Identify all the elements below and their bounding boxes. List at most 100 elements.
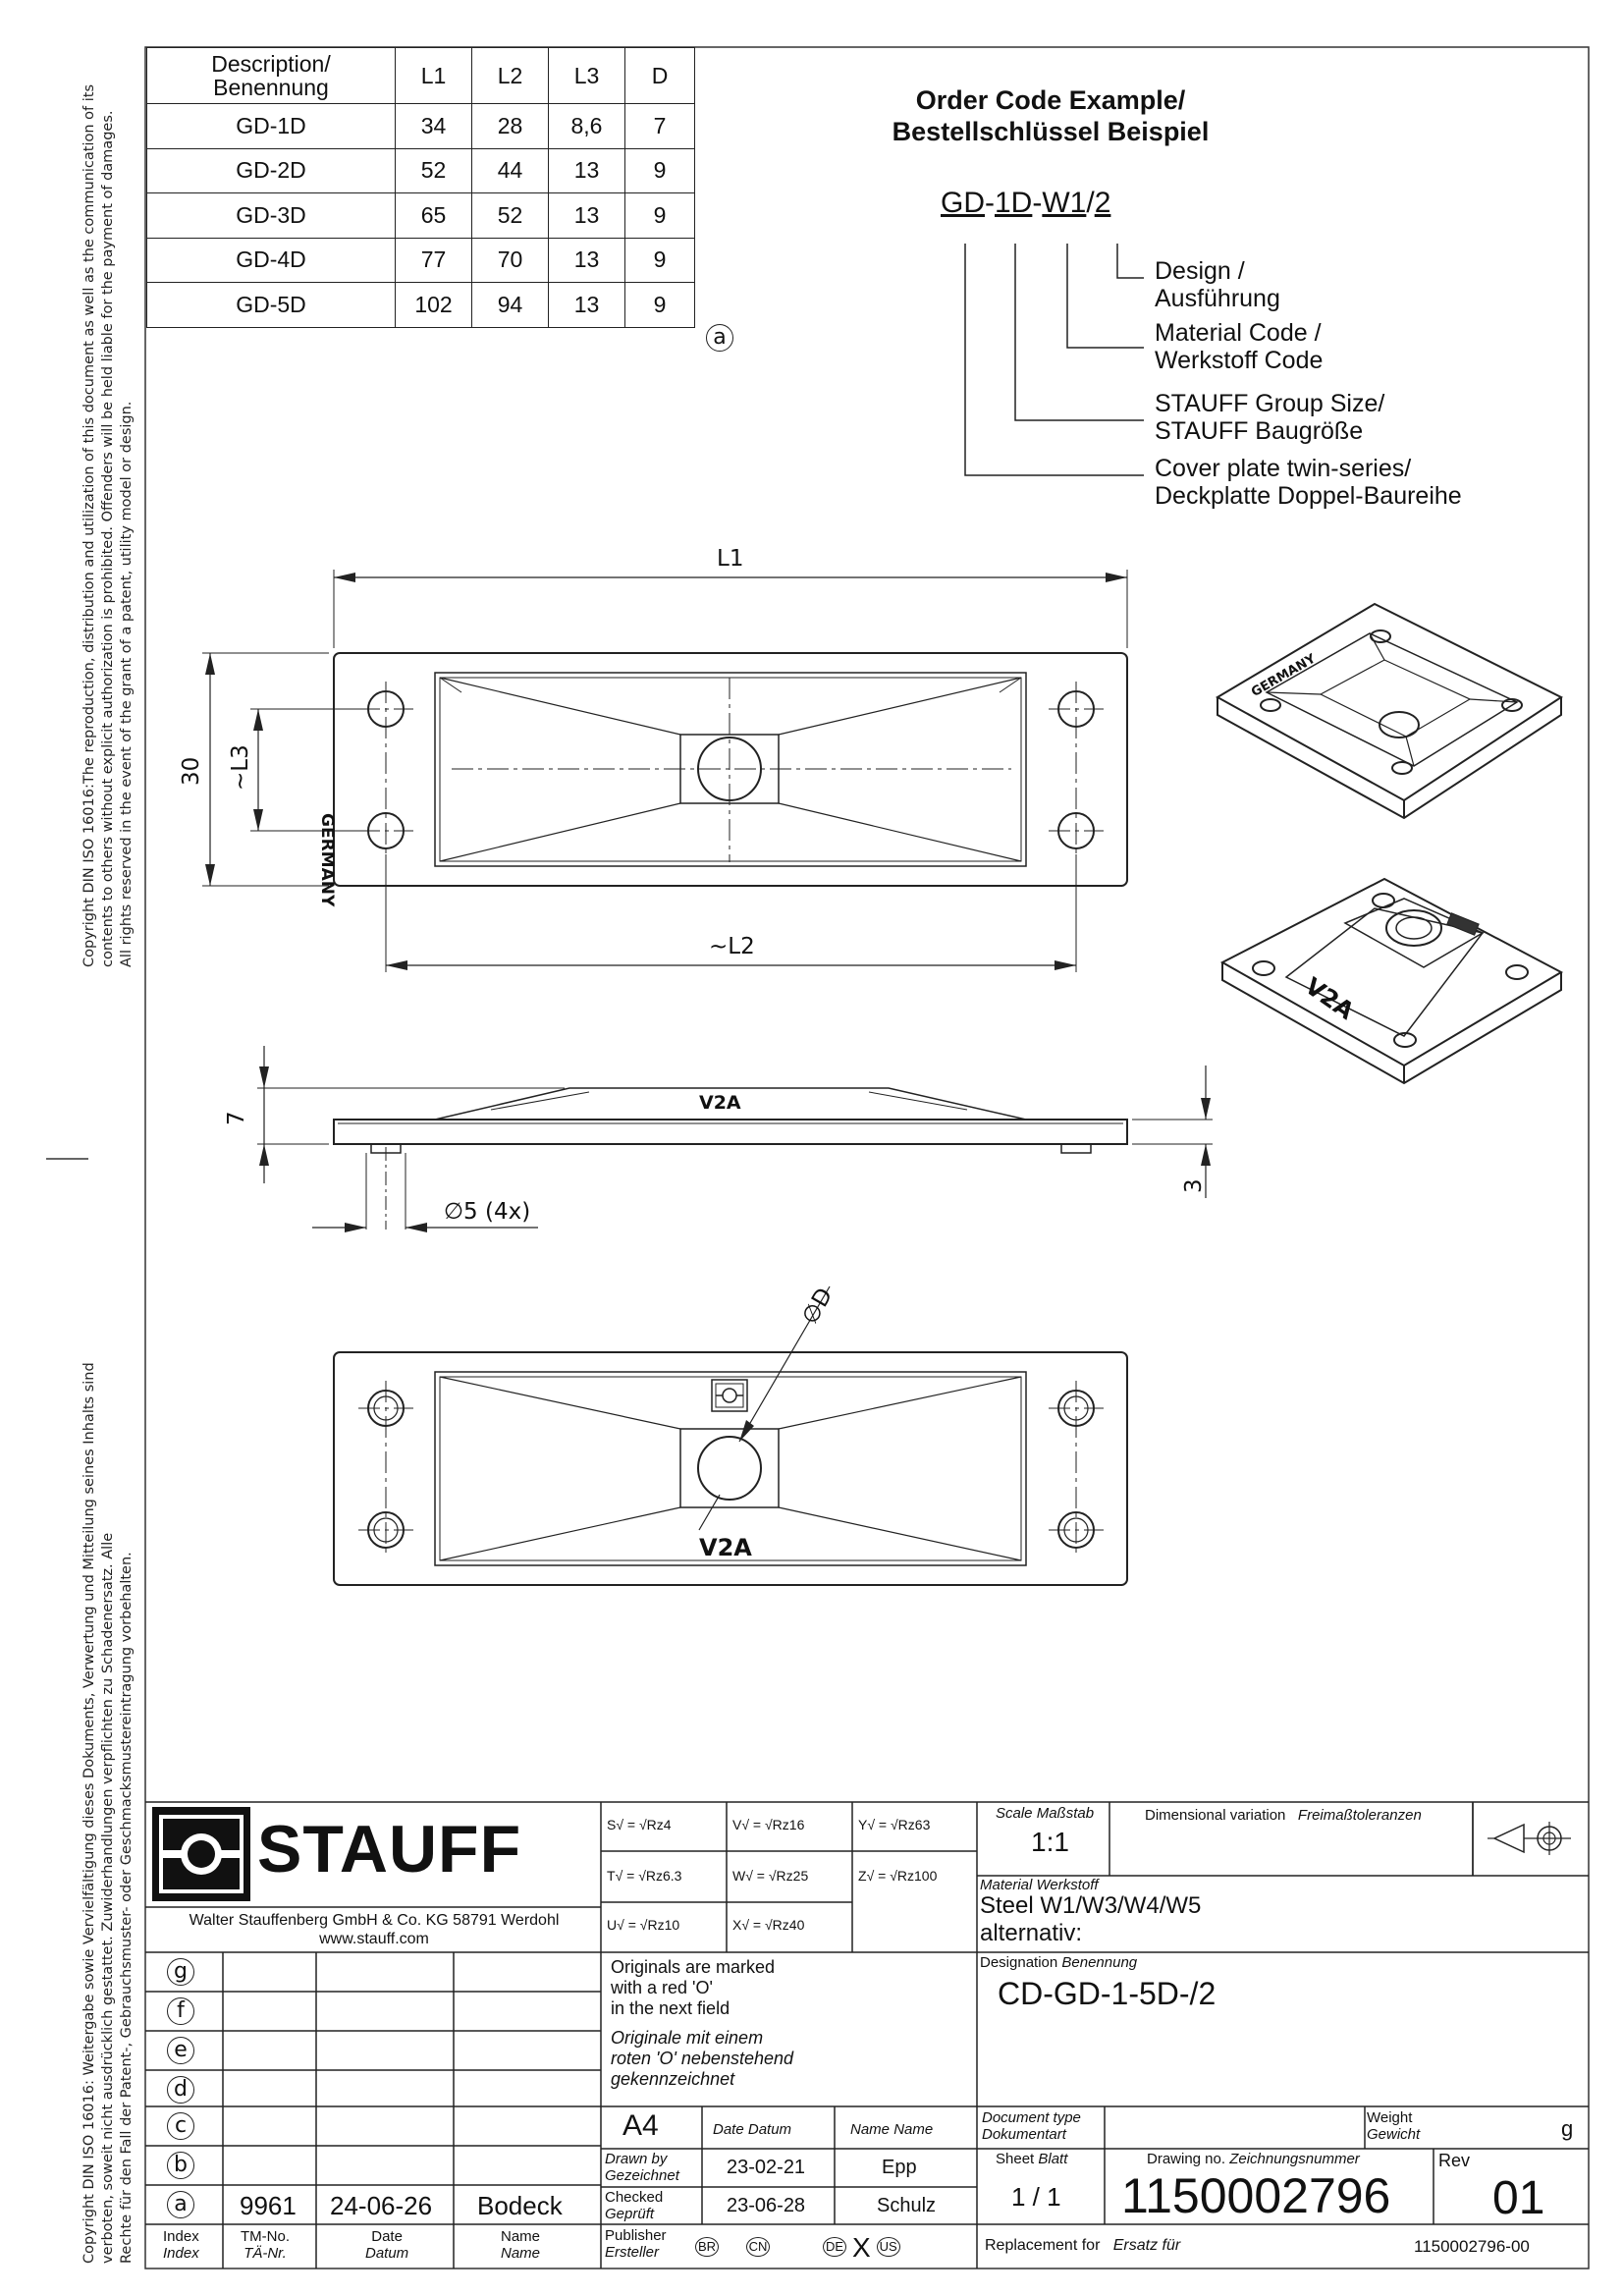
header-l3: L3 [548,47,625,104]
copyright-english: Copyright DIN ISO 16016:The reproduction… [81,83,135,967]
legend-series: Cover plate twin-series/Deckplatte Doppe… [1155,455,1462,510]
title-block-grid [145,1801,1589,2269]
country-mark: X [852,2232,871,2263]
rev-header-tm: TM-No.TÄ-Nr. [241,2228,290,2262]
originals-note-en: Originals are marked with a red 'O' in t… [611,1957,776,2018]
dim-l2-label: ~L2 [709,934,755,959]
rev-a-date: 24-06-26 [330,2191,433,2220]
weight-unit: g [1561,2116,1574,2141]
rev-index-g: g [167,1958,194,1986]
dim-plate-label: 3 [1181,1178,1207,1193]
surface-symbol-u: U√ = √Rz10 [607,1917,680,1933]
company-info: Walter Stauffenberg GmbH & Co. KG 58791 … [189,1912,560,1947]
country-us: US [876,2237,900,2258]
scale-label: Scale Maßstab [996,1805,1095,1822]
rev-index-e: e [167,2037,194,2064]
rev-index-b: b [167,2152,194,2179]
surface-symbol-z: Z√ = √Rz100 [858,1868,938,1884]
checked-name: Schulz [877,2195,937,2216]
germany-stamp: GERMANY [317,813,337,907]
dim-l3-label: ~L3 [228,744,253,791]
rev-index-d: d [167,2076,194,2104]
dim-height-label: 30 [179,756,204,786]
legend-design: Design /Ausführung [1155,257,1280,312]
side-view [257,1046,1213,1232]
isometric-view-top [1215,602,1564,820]
header-l1: L1 [395,47,472,104]
drawn-name: Epp [882,2157,917,2178]
header-description: Description/ Benennung [146,47,396,104]
v2a-side-label: V2A [699,1092,741,1114]
replacement-value: 1150002796-00 [1414,2237,1530,2256]
surface-symbol-x: X√ = √Rz40 [732,1917,805,1933]
rev-value: 01 [1492,2172,1545,2224]
surface-symbol-t: T√ = √Rz6.3 [607,1868,682,1884]
brand-name: STAUFF [257,1812,522,1886]
copyright-german: Copyright DIN ISO 16016: Weitergabe sowi… [81,1362,135,2264]
sheet-value: 1 / 1 [1011,2182,1061,2212]
scale-value: 1:1 [1031,1827,1069,1857]
designation-label: Designation Benennung [980,1954,1138,1971]
rev-index-f: f [167,1997,194,2025]
table-header-row: Description/ Benennung L1 L2 L3 D [146,47,695,104]
rev-a-name: Bodeck [477,2191,563,2220]
name-header: Name Name [850,2121,934,2138]
surface-symbol-w: W√ = √Rz25 [732,1868,809,1884]
order-code-leaders [964,244,1144,476]
surface-symbol-y: Y√ = √Rz63 [858,1817,931,1832]
surface-symbol-v: V√ = √Rz16 [732,1817,805,1832]
v2a-bottom-label: V2A [699,1534,752,1561]
order-code-title: Order Code Example/ Bestellschlüssel Bei… [892,85,1210,146]
country-cn: CN [746,2237,770,2258]
originals-note-de: Originale mit einem roten 'O' nebenstehe… [611,2028,794,2089]
isometric-view-bottom [1219,877,1564,1085]
paper-format: A4 [622,2109,659,2142]
surface-symbol-s: S√ = √Rz4 [607,1817,672,1832]
rev-label: Rev [1438,2151,1471,2170]
dim-thickness-label: 7 [224,1111,249,1125]
country-br: BR [695,2237,719,2258]
top-view [202,570,1128,972]
rev-index-a: a [167,2191,194,2218]
dim-hole-label: ∅5 (4x) [444,1199,531,1225]
revision-marker: a [706,324,733,352]
rev-index-c: c [167,2112,194,2140]
legend-material: Material Code /Werkstoff Code [1155,319,1324,374]
order-code-example: GD-1D-W1/2 [941,187,1111,219]
sheet-label: Sheet Blatt [996,2151,1068,2167]
country-de: DE [823,2237,846,2258]
replacement-label: Replacement for Ersatz für [985,2237,1181,2254]
header-d: D [624,47,695,104]
legend-group-size: STAUFF Group Size/STAUFF Baugröße [1155,390,1385,445]
drawn-date: 23-02-21 [727,2157,806,2178]
rev-a-tm-no: 9961 [240,2191,297,2220]
date-header: Date Datum [713,2121,792,2138]
drawing-no-label: Drawing no. Zeichnungsnummer [1147,2151,1360,2167]
dim-variation-label: Dimensional variation Freimaßtoleranzen [1145,1807,1422,1824]
drawing-number: 1150002796 [1121,2168,1391,2223]
dim-l1-label: L1 [717,546,744,572]
designation-value: CD-GD-1-5D-/2 [998,1976,1217,2011]
material-value: Steel W1/W3/W4/W5 alternativ: [980,1892,1202,1946]
checked-date: 23-06-28 [727,2195,806,2216]
stauff-logo [152,1807,250,1901]
material-label: Material Werkstoff [980,1877,1099,1893]
header-l2: L2 [471,47,549,104]
bottom-view [333,1285,1128,1586]
